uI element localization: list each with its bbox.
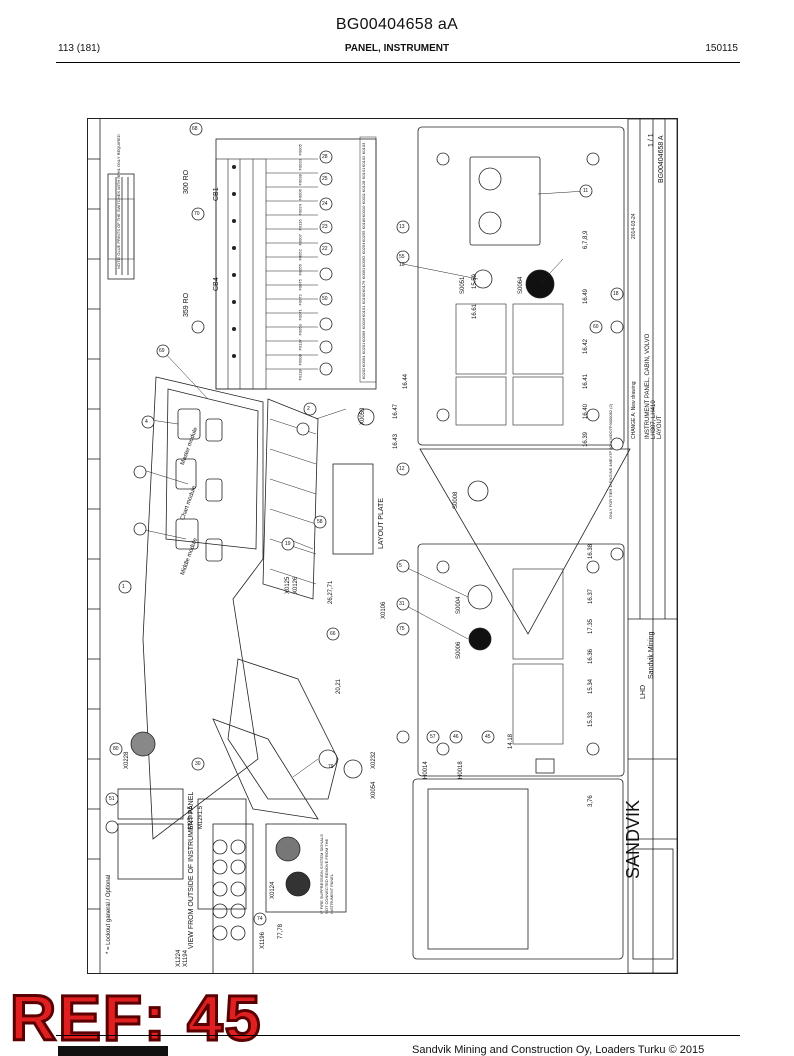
title-block-line-3: LAYOUT: [657, 415, 663, 439]
document-date: 150115: [705, 43, 738, 54]
title-block: [627, 119, 677, 973]
connector-x1196: X1196: [260, 932, 266, 949]
footer-logo: [58, 1046, 168, 1056]
value-tag-20: 26,27,71: [328, 580, 334, 604]
connector-x0053: X0053: [360, 407, 366, 425]
value-tag-12: 16.38: [588, 543, 594, 559]
switch-s0051: S0051: [460, 276, 466, 294]
title-block-date: 2014-03-24: [631, 213, 637, 239]
value-tag-16: 15.34: [588, 678, 594, 694]
instrument-panel: [142, 376, 339, 840]
cb1-label: CB1: [213, 187, 220, 201]
value-tag-18: 14.18: [508, 733, 514, 749]
value-tag-6: 16.47: [393, 403, 399, 419]
lamp-h0014: H0014: [423, 761, 429, 779]
value-tag-11: 16.39: [583, 431, 589, 447]
fire-note: IF FIRE SUPPRESSION SYSTEM SIGNALS NOT C…: [319, 834, 334, 914]
page-number: 113 (181): [58, 43, 101, 54]
relay-label: F0118: [297, 369, 303, 381]
connector-x0054: X0054: [371, 781, 377, 799]
value-tag-15: 16.36: [588, 648, 594, 664]
frame-ruler: [88, 119, 101, 973]
connector-x0126: X0126: [293, 576, 299, 594]
value-tag-1: 15.59: [472, 273, 478, 289]
connector-x1194: X1194: [183, 950, 189, 967]
switch-s0064: S0064: [518, 276, 524, 294]
header-rule: [56, 62, 740, 63]
connector-x0106: X0106: [381, 601, 387, 619]
value-tag-8: 16.42: [583, 338, 589, 354]
footer-rule: [56, 1035, 740, 1036]
ref-label: REF: 45: [8, 982, 263, 1054]
value-tag-2: 16.61: [472, 303, 478, 319]
value-tag-10: 16.40: [583, 403, 589, 419]
value-tag-7: 16.43: [393, 433, 399, 449]
switch-panel-lower: [417, 543, 625, 777]
switch-s0008: S0008: [453, 491, 459, 509]
connector-x0125: X0125: [285, 576, 291, 594]
lockout-note: * = Lockout ganeral / Optional: [106, 874, 112, 954]
glue-note: NOTE! GLUE PRINTS OF THE SWITCHES WITH R…: [116, 134, 121, 269]
connector-x1224: X1224: [176, 949, 182, 967]
value-tag-21: 20,21: [336, 678, 342, 694]
rp-label-359: 359 RO: [183, 292, 190, 317]
round-connectors: [130, 408, 375, 779]
rp-label-300: 300 RO: [183, 169, 190, 194]
thread-label-m25: M25x1.5: [188, 805, 194, 829]
callouts: [105, 122, 624, 926]
engine-note: ONLY FOR TIER 1/ ENGINE 4MEV7P 2G V MDO7…: [608, 403, 613, 519]
document-id: BG00404658 aA: [335, 16, 459, 33]
note-box: [107, 173, 135, 280]
switch-label-column: K0103 K0102 K0101 K0128 K0011 K0010 K018…: [356, 137, 378, 382]
value-tag-5: 16.44: [403, 373, 409, 389]
value-tag-19: 3,76: [588, 795, 594, 807]
cb4-label: CB4: [213, 277, 220, 291]
value-tag-4: 6,7,8,9: [583, 230, 589, 249]
value-tag-3: 16.49: [583, 288, 589, 304]
value-tag-14: 17.35: [588, 618, 594, 634]
switch-s0006: S0006: [456, 641, 462, 659]
x0124-box: [265, 823, 347, 913]
value-tag-22: 77,78: [278, 923, 284, 939]
title-block-fraction: 1 / 1: [648, 133, 655, 147]
connector-x0232: X0232: [371, 751, 377, 769]
title-block-product: LHD: [640, 684, 647, 699]
layout-plate-label: LAYOUT PLATE: [378, 498, 385, 549]
layout-plate: [332, 448, 631, 635]
relay-label-column: F0005 F0020 F0038 F0006 F0024 F0116 F000…: [296, 139, 314, 389]
lamp-h0018: H0018: [458, 761, 464, 779]
relay-board: [215, 136, 377, 390]
outside-view: [117, 788, 254, 973]
switch-s0004: S0004: [456, 596, 462, 614]
title-block-change: CHANGE A: New drawing: [631, 381, 637, 439]
connector-x0124: X0124: [270, 881, 276, 899]
title-block-number: BG00404658 A: [658, 135, 665, 184]
footer-copyright: Sandvik Mining and Construction Oy, Load…: [412, 1044, 705, 1056]
value-tag-17: 15.33: [588, 711, 594, 727]
title-block-brand: SANDVIK: [623, 799, 643, 879]
title-block-company: Sandvik Mining: [648, 631, 655, 679]
indicator-panel: [412, 758, 624, 960]
connector-x0228: X0228: [124, 751, 130, 769]
thread-label-m12: M12x1.5: [198, 805, 204, 829]
drawing-sheet: SANDVIK BG00404658 A 1 / 1 INSTRUMENT PA…: [87, 118, 678, 974]
value-tag-9: 16.41: [583, 373, 589, 389]
switch-label: K0202: [360, 367, 366, 380]
value-tag-13: 16.37: [588, 588, 594, 604]
section-title: PANEL, INSTRUMENT: [344, 43, 450, 54]
